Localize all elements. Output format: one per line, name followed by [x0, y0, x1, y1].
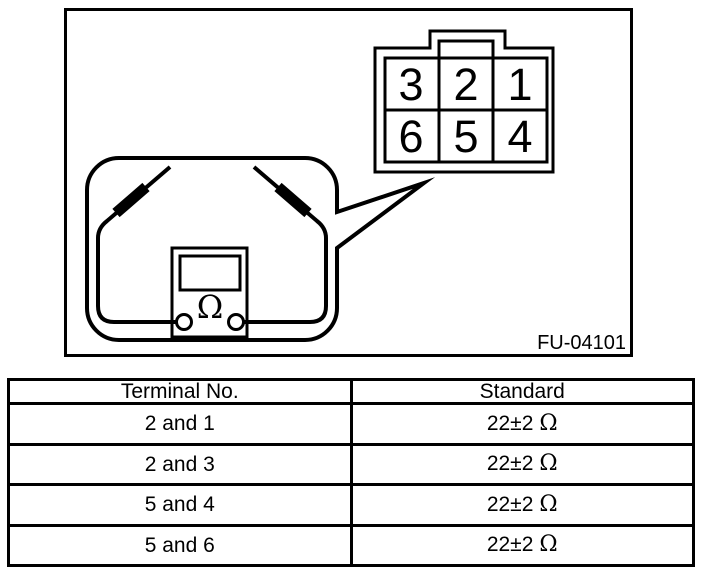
pin-5-label: 5: [453, 111, 478, 162]
terminal-cell: 2 and 3: [7, 442, 353, 486]
standard-value: 22±2: [486, 411, 534, 435]
resistance-check-diagram: Ω 3 2 1 6 5 4 FU-04101: [64, 8, 633, 357]
ohm-unit: Ω: [539, 410, 558, 436]
standard-column-header: Standard: [349, 378, 695, 405]
pin-3-label: 3: [398, 59, 423, 110]
multimeter-display: [178, 254, 242, 292]
pin-1-label: 1: [507, 59, 532, 110]
standard-value: 22±2: [486, 533, 534, 557]
ohm-symbol-icon: Ω: [197, 288, 224, 326]
probe-grip-left: [112, 182, 150, 218]
ohm-unit: Ω: [539, 491, 558, 517]
connector-lock-tab: [437, 39, 495, 162]
test-lead-left: [96, 165, 181, 324]
probe-grip-right: [274, 182, 312, 218]
test-lead-right: [243, 165, 328, 324]
multimeter-callout: Ω: [85, 156, 436, 342]
terminal-cell: 2 and 1: [7, 402, 353, 446]
figure-code: FU-04101: [537, 332, 626, 354]
table-header-row: Terminal No. Standard: [7, 378, 695, 405]
pin-4-label: 4: [507, 111, 532, 162]
terminal-cell: 5 and 4: [7, 483, 353, 527]
connector-pinout: 3 2 1 6 5 4: [373, 29, 555, 174]
pin-2-label: 2: [453, 59, 478, 110]
meter-terminal-left: [175, 313, 193, 331]
standard-value: 22±2: [486, 492, 534, 516]
ohm-unit: Ω: [539, 532, 558, 558]
terminal-cell: 5 and 6: [7, 523, 353, 567]
terminal-column-header: Terminal No.: [7, 378, 353, 405]
meter-terminal-right: [227, 313, 245, 331]
standard-value: 22±2: [486, 452, 534, 476]
pin-6-label: 6: [398, 111, 423, 162]
ohm-unit: Ω: [539, 451, 558, 477]
